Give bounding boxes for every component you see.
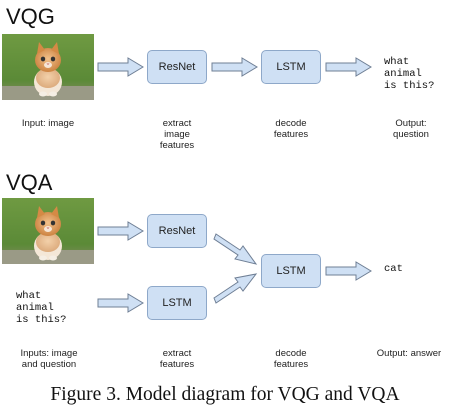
vqa-arrow-decoder-to-output: [325, 261, 372, 281]
vqg-title: VQG: [6, 4, 55, 29]
vqg-arrow-lstm-to-output: [325, 57, 372, 77]
vqa-input-question: what animal is this?: [16, 290, 67, 326]
vqa-lstm-encoder-node: LSTM: [147, 286, 207, 320]
vqg-lstm-node: LSTM: [261, 50, 321, 84]
vqa-arrow-question-to-lstm: [97, 293, 144, 313]
vqa-title: VQA: [6, 170, 53, 195]
vqa-arrow-image-to-resnet: [97, 221, 144, 241]
figure-caption: Figure 3. Model diagram for VQG and VQA: [50, 384, 400, 405]
vqa-decode-caption: decode features: [273, 348, 309, 370]
vqg-output-caption: Output: question: [393, 118, 429, 140]
vqg-resnet-node: ResNet: [147, 50, 207, 84]
vqg-input-caption: Input: image: [21, 118, 75, 129]
vqg-kitten-image: [2, 34, 94, 100]
vqg-arrow-resnet-to-lstm: [211, 57, 258, 77]
vqa-arrow-resnet-to-decoder: [213, 233, 258, 265]
vqa-output-answer: cat: [384, 263, 403, 275]
vqg-extract-caption: extract image features: [159, 118, 195, 151]
vqg-output-question: what animal is this?: [384, 56, 435, 92]
vqa-kitten-image: [2, 198, 94, 264]
vqa-arrow-lstm-to-decoder: [213, 273, 258, 304]
vqg-arrow-image-to-resnet: [97, 57, 144, 77]
vqg-decode-caption: decode features: [273, 118, 309, 140]
vqa-lstm-decoder-node: LSTM: [261, 254, 321, 288]
vqa-output-caption: Output: answer: [376, 348, 442, 359]
vqa-extract-caption: extract features: [159, 348, 195, 370]
vqa-resnet-node: ResNet: [147, 214, 207, 248]
vqa-input-caption: Inputs: image and question: [20, 348, 78, 370]
